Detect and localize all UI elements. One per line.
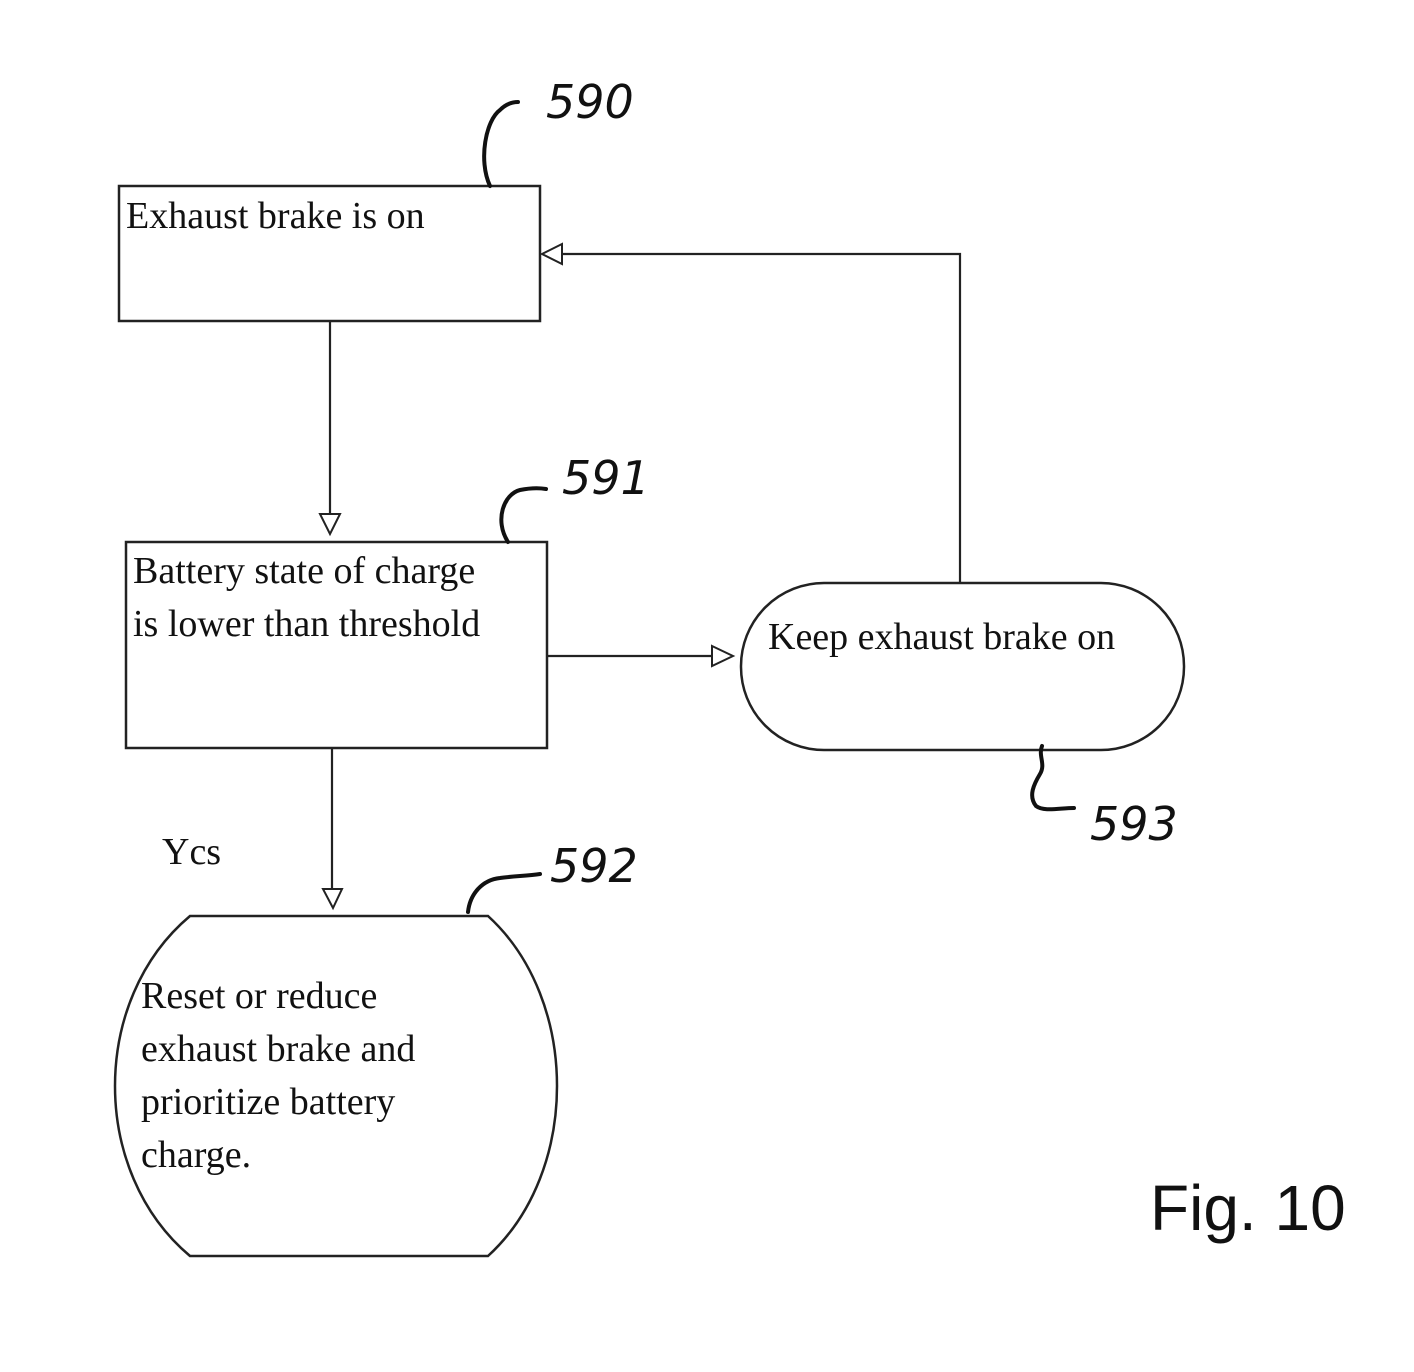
edge-593-to-590 <box>542 244 960 583</box>
ref-593: 593 <box>1090 797 1178 851</box>
leader-590 <box>484 102 518 186</box>
edge-591-to-592-arrowhead <box>323 889 342 908</box>
node-590-line-1: Exhaust brake is on <box>126 195 425 237</box>
node-590-text: Exhaust brake is on <box>126 195 425 237</box>
node-591: Battery state of charge is lower than th… <box>126 542 547 748</box>
edge-591-to-592 <box>323 748 342 908</box>
edge-593-to-590-arrowhead <box>542 244 562 264</box>
ref-591: 591 <box>562 451 650 505</box>
node-592-line-3: prioritize battery <box>141 1081 395 1123</box>
edge-590-to-591 <box>320 321 340 534</box>
edge-590-to-591-arrowhead <box>320 514 340 534</box>
node-592-line-2: exhaust brake and <box>141 1028 415 1070</box>
node-590: Exhaust brake is on <box>119 186 540 321</box>
edge-591-to-593-arrowhead <box>712 646 733 666</box>
node-592: Reset or reduce exhaust brake and priori… <box>115 916 557 1256</box>
node-593-line-1: Keep exhaust brake on <box>768 616 1115 658</box>
edge-yes-label: Ycs <box>162 831 221 873</box>
ref-592: 592 <box>550 839 638 893</box>
node-593-box <box>741 583 1184 750</box>
node-592-line-1: Reset or reduce <box>141 975 377 1017</box>
node-593: Keep exhaust brake on <box>741 583 1184 750</box>
leader-593 <box>1032 746 1074 809</box>
figure-label: Fig. 10 <box>1150 1172 1346 1244</box>
edge-593-to-590-line <box>560 254 960 583</box>
node-591-line-1: Battery state of charge <box>133 550 475 592</box>
node-591-line-2: is lower than threshold <box>133 603 480 645</box>
leader-592 <box>468 874 540 912</box>
leader-591 <box>501 488 546 542</box>
node-593-text: Keep exhaust brake on <box>768 616 1115 658</box>
ref-590: 590 <box>546 75 634 129</box>
edge-591-to-593 <box>547 646 733 666</box>
node-592-line-4: charge. <box>141 1134 251 1176</box>
